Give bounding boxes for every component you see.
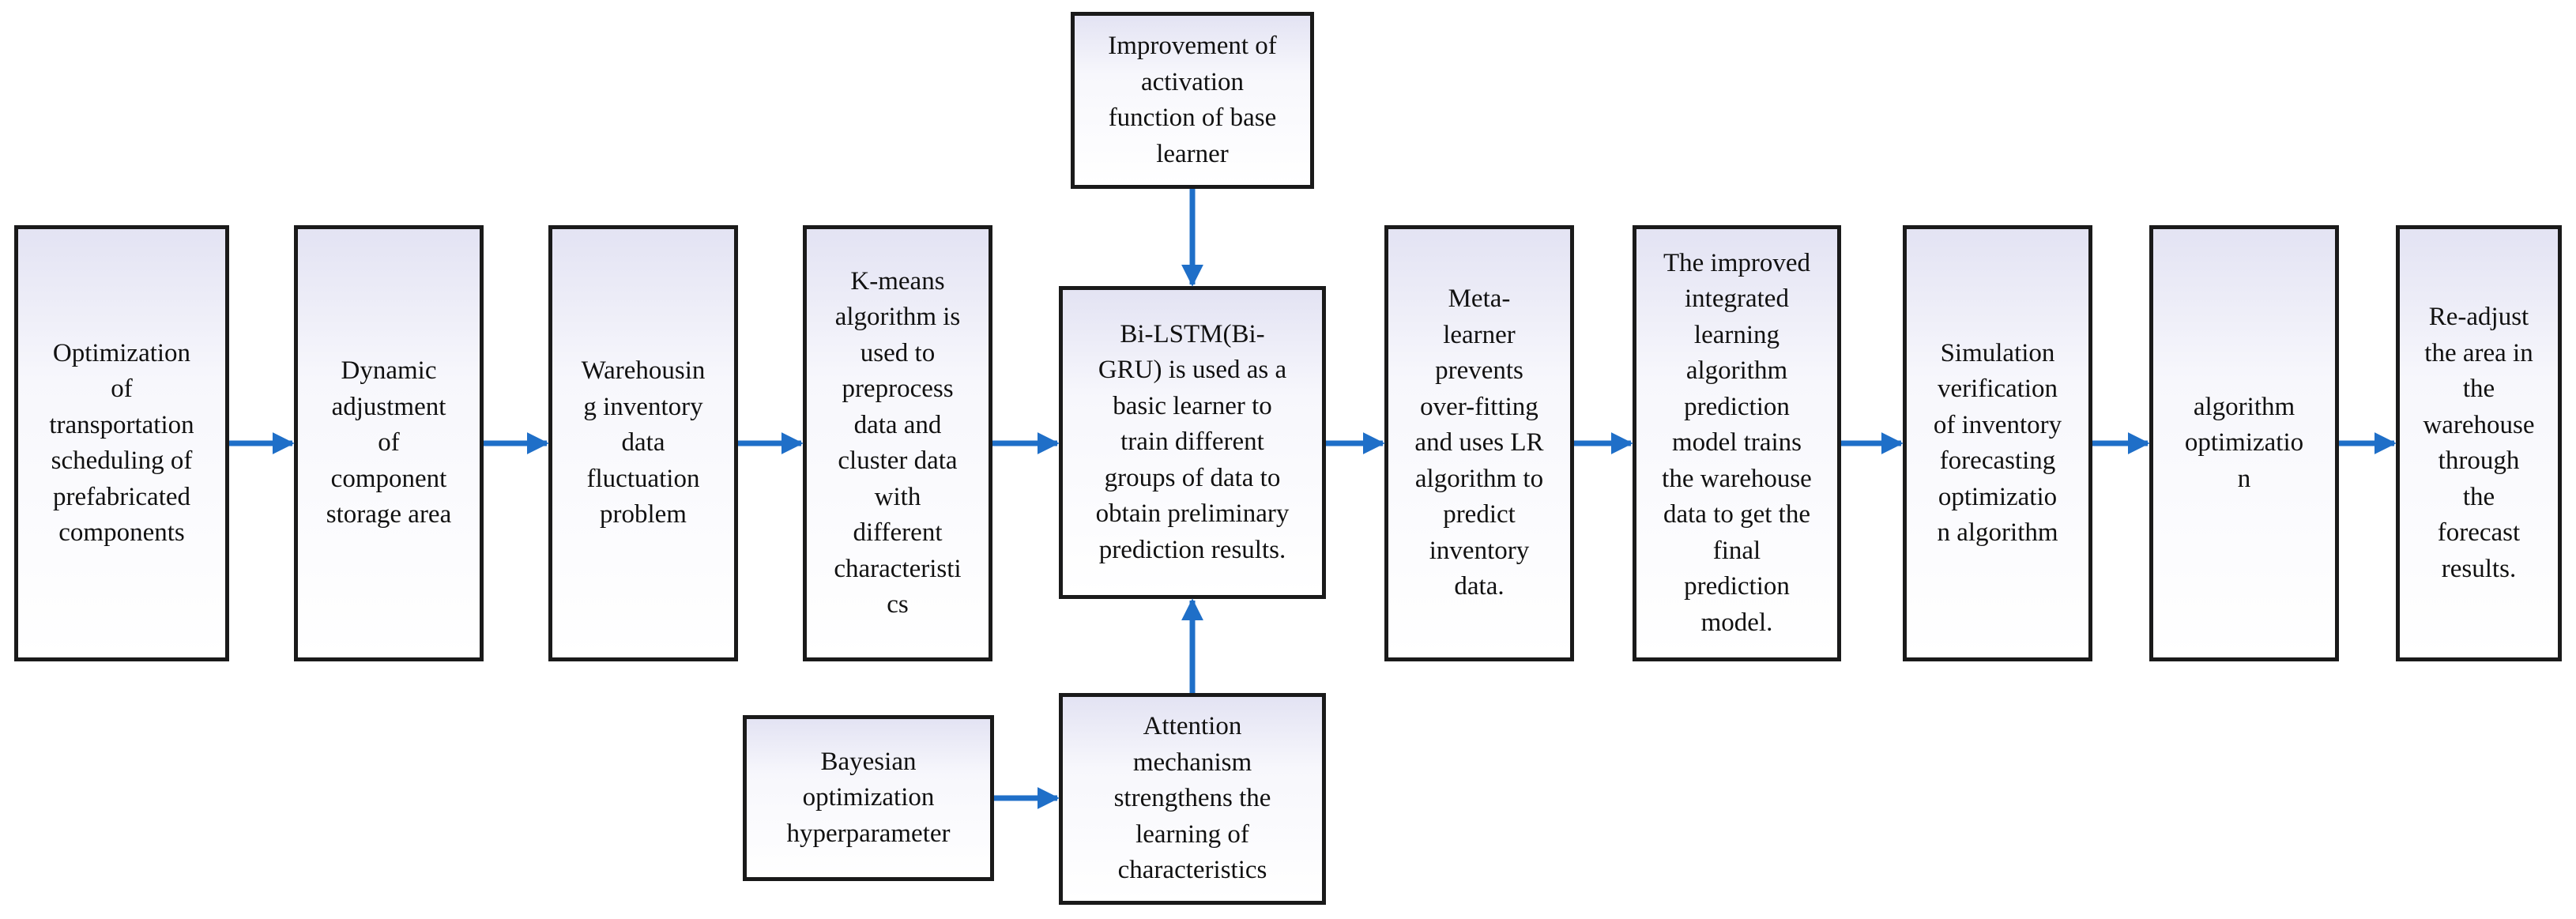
node-algorithm-optimization: algorithm optimizatio n xyxy=(2149,225,2339,661)
node-simulation-label: Simulation verification of inventory for… xyxy=(1933,338,2062,548)
node-optimization-transport: Optimization of transportation schedulin… xyxy=(14,225,229,661)
node-simulation: Simulation verification of inventory for… xyxy=(1903,225,2092,661)
node-attention-label: Attention mechanism strengthens the lear… xyxy=(1113,712,1271,885)
node-bilstm-label: Bi-LSTM(Bi- GRU) is used as a basic lear… xyxy=(1095,319,1290,564)
node-warehousing-fluctuation-label: Warehousin g inventory data fluctuation … xyxy=(581,356,706,529)
node-activation-improvement-label: Improvement of activation function of ba… xyxy=(1108,32,1277,168)
node-bayesian: Bayesian optimization hyperparameter xyxy=(743,715,994,881)
node-readjust-area-label: Re-adjust the area in the warehouse thro… xyxy=(2423,303,2535,583)
node-meta-learner: Meta- learner prevents over-fitting and … xyxy=(1384,225,1574,661)
node-dynamic-adjustment-label: Dynamic adjustment of component storage … xyxy=(326,356,452,529)
node-optimization-transport-label: Optimization of transportation schedulin… xyxy=(49,338,194,548)
node-bayesian-label: Bayesian optimization hyperparameter xyxy=(786,747,951,848)
node-algorithm-optimization-label: algorithm optimizatio n xyxy=(2184,392,2304,493)
node-kmeans: K-means algorithm is used to preprocess … xyxy=(803,225,992,661)
node-readjust-area: Re-adjust the area in the warehouse thro… xyxy=(2396,225,2562,661)
node-meta-learner-label: Meta- learner prevents over-fitting and … xyxy=(1414,284,1544,601)
node-dynamic-adjustment: Dynamic adjustment of component storage … xyxy=(294,225,484,661)
node-activation-improvement: Improvement of activation function of ba… xyxy=(1071,12,1314,189)
node-improved-model: The improved integrated learning algorit… xyxy=(1633,225,1841,661)
node-bilstm: Bi-LSTM(Bi- GRU) is used as a basic lear… xyxy=(1059,286,1326,599)
node-attention: Attention mechanism strengthens the lear… xyxy=(1059,693,1326,905)
node-kmeans-label: K-means algorithm is used to preprocess … xyxy=(834,266,962,620)
node-warehousing-fluctuation: Warehousin g inventory data fluctuation … xyxy=(548,225,738,661)
node-improved-model-label: The improved integrated learning algorit… xyxy=(1662,248,1812,637)
